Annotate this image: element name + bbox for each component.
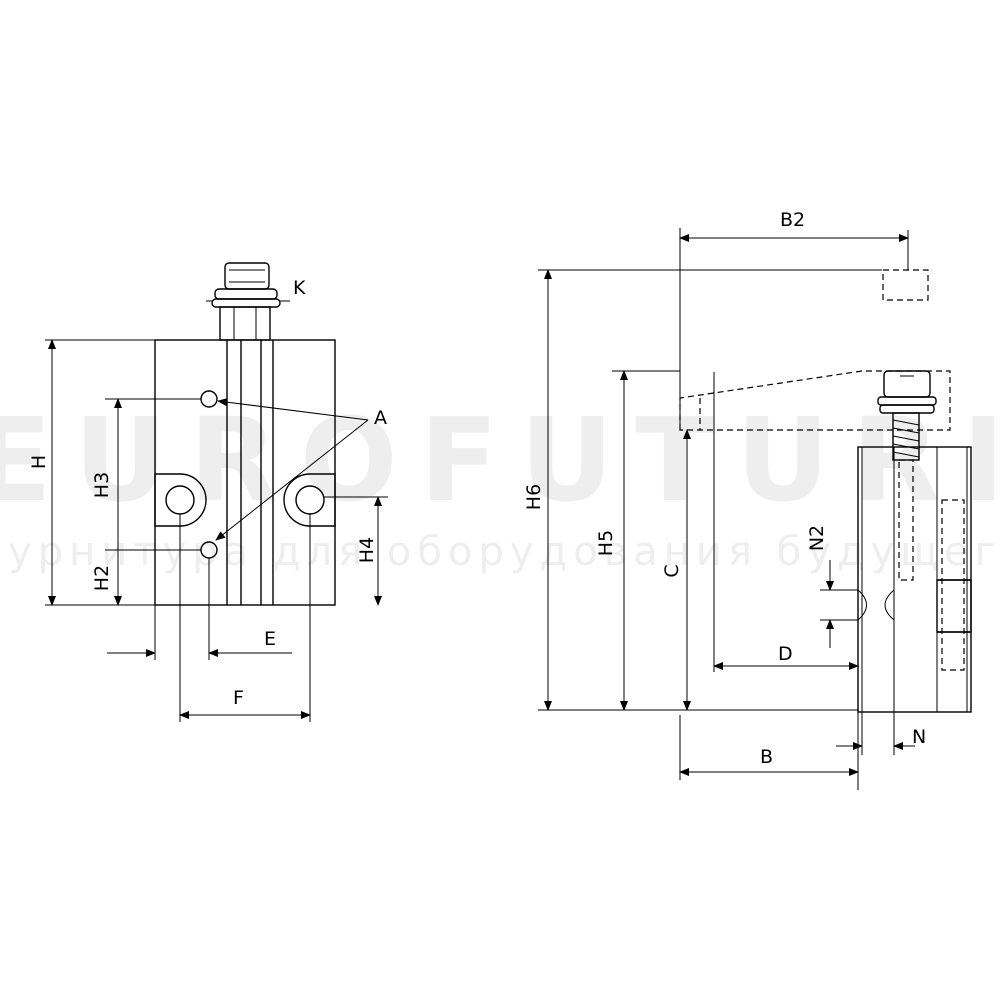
label-e: E — [264, 628, 276, 650]
label-n: N — [912, 726, 926, 748]
label-d: D — [778, 643, 793, 665]
clamp-screw — [877, 370, 937, 581]
watermark-brand: EUROFUTURI — [0, 394, 1000, 528]
label-h5: H5 — [595, 530, 617, 556]
label-n2: N2 — [806, 525, 828, 551]
label-h4: H4 — [356, 537, 378, 563]
fitting — [206, 262, 290, 341]
label-b2: B2 — [780, 209, 805, 231]
label-h6: H6 — [523, 484, 545, 510]
label-h: H — [28, 455, 50, 469]
watermark-tagline: фурнитура для оборудования будущего — [0, 529, 1000, 575]
label-h3: H3 — [91, 472, 113, 498]
label-b: B — [760, 746, 773, 768]
label-c: C — [661, 564, 683, 577]
clamp-arm-open-tip — [882, 269, 929, 301]
watermark: EUROFUTURI фурнитура для оборудования бу… — [0, 394, 1000, 575]
label-a: A — [374, 407, 387, 429]
label-f: F — [233, 687, 244, 709]
label-h2: H2 — [91, 565, 113, 591]
side-view: B2 H6 H5 C N2 D B N — [523, 209, 972, 790]
front-view: K A H H3 H2 H4 E — [28, 262, 388, 722]
label-k: K — [293, 277, 306, 299]
